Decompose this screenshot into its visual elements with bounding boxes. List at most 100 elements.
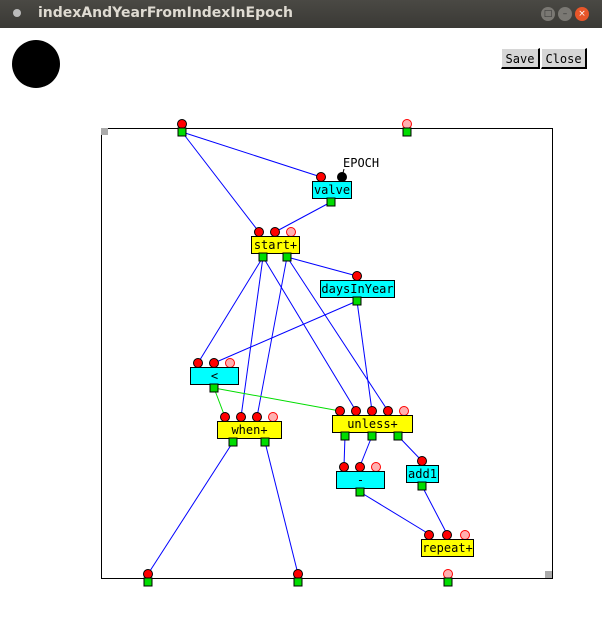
node-add1[interactable]: add1 xyxy=(406,456,439,491)
status-indicator xyxy=(12,40,60,88)
node-daysInYear[interactable]: daysInYear xyxy=(320,271,395,306)
optional-inlet[interactable] xyxy=(286,227,296,237)
outlet[interactable] xyxy=(209,383,219,393)
window-title: indexAndYearFromIndexInEpoch xyxy=(38,5,293,21)
inlet[interactable] xyxy=(220,412,230,422)
node-box[interactable] xyxy=(251,236,300,254)
node-label: add1 xyxy=(408,467,437,481)
optional-inlet[interactable] xyxy=(402,119,412,129)
node-label: valve xyxy=(314,183,350,197)
inlet[interactable] xyxy=(352,271,362,281)
node-unless[interactable]: unless+ xyxy=(332,406,413,441)
optional-inlet[interactable] xyxy=(371,462,381,472)
outlet[interactable] xyxy=(355,487,365,497)
optional-inlet[interactable] xyxy=(225,358,235,368)
outlet[interactable] xyxy=(402,127,412,137)
title-bar: indexAndYearFromIndexInEpoch □ – × xyxy=(0,0,602,28)
outlet[interactable] xyxy=(258,252,268,262)
app-icon xyxy=(13,9,21,17)
inlet[interactable] xyxy=(316,172,326,182)
node-box[interactable] xyxy=(217,421,282,439)
data-wire[interactable] xyxy=(343,435,346,467)
node-lt[interactable]: < xyxy=(190,358,239,393)
inlet[interactable] xyxy=(209,358,219,368)
outlet[interactable] xyxy=(282,252,292,262)
outlet[interactable] xyxy=(326,197,336,207)
node-label: unless+ xyxy=(347,417,398,431)
data-wire[interactable] xyxy=(356,300,373,412)
outlet[interactable] xyxy=(177,127,187,137)
data-wire[interactable] xyxy=(181,131,322,178)
outlet[interactable] xyxy=(340,431,350,441)
save-button[interactable]: Save xyxy=(501,48,540,69)
inlet[interactable] xyxy=(367,406,377,416)
close-button[interactable]: Close xyxy=(541,48,587,69)
maximize-icon[interactable]: □ xyxy=(541,7,555,21)
data-wire[interactable] xyxy=(262,256,357,412)
data-wire[interactable] xyxy=(240,256,264,418)
outlet[interactable] xyxy=(293,577,303,587)
inlet[interactable] xyxy=(143,569,153,579)
node-box[interactable] xyxy=(421,539,474,557)
close-window-icon[interactable]: × xyxy=(575,7,589,21)
inlet[interactable] xyxy=(254,227,264,237)
data-wire[interactable] xyxy=(286,256,389,412)
inlet[interactable] xyxy=(252,412,262,422)
optional-inlet[interactable] xyxy=(460,530,470,540)
outlet[interactable] xyxy=(417,481,427,491)
inlet[interactable] xyxy=(417,456,427,466)
inlet[interactable] xyxy=(424,530,434,540)
data-wire[interactable] xyxy=(213,300,358,364)
data-wire[interactable] xyxy=(274,201,332,233)
outlet[interactable] xyxy=(352,296,362,306)
control-wire[interactable] xyxy=(213,387,226,418)
inlet[interactable] xyxy=(177,119,187,129)
data-wire[interactable] xyxy=(181,131,260,233)
data-wire[interactable] xyxy=(286,256,358,277)
inlet[interactable] xyxy=(293,569,303,579)
data-wire[interactable] xyxy=(147,441,234,575)
frame-corner-handle[interactable] xyxy=(101,128,108,135)
node-repeat[interactable]: repeat+ xyxy=(421,530,474,557)
node-label: < xyxy=(211,369,218,383)
node-minus[interactable]: - xyxy=(336,462,385,497)
epoch-constant-label: EPOCH xyxy=(343,156,379,170)
node-label: - xyxy=(357,473,364,487)
minimize-icon[interactable]: – xyxy=(558,7,572,21)
outlet[interactable] xyxy=(367,431,377,441)
data-wire[interactable] xyxy=(197,256,264,364)
function-frame xyxy=(101,128,553,579)
node-when[interactable]: when+ xyxy=(217,412,282,447)
data-wire[interactable] xyxy=(359,491,430,535)
outlet[interactable] xyxy=(260,437,270,447)
control-wire[interactable] xyxy=(213,387,341,412)
outlet[interactable] xyxy=(393,431,403,441)
data-wire[interactable] xyxy=(256,256,288,418)
optional-inlet[interactable] xyxy=(268,412,278,422)
node-valve[interactable]: valve xyxy=(312,172,352,207)
inlet[interactable] xyxy=(383,406,393,416)
inlet[interactable] xyxy=(236,412,246,422)
optional-inlet[interactable] xyxy=(399,406,409,416)
inlet[interactable] xyxy=(193,358,203,368)
data-wire[interactable] xyxy=(264,441,299,575)
outlet[interactable] xyxy=(228,437,238,447)
inlet[interactable] xyxy=(335,406,345,416)
node-label: when+ xyxy=(231,423,267,437)
frame-ports[interactable] xyxy=(143,119,453,587)
data-wire[interactable] xyxy=(421,485,448,535)
inlet[interactable] xyxy=(351,406,361,416)
inlet[interactable] xyxy=(270,227,280,237)
node-label: start+ xyxy=(254,238,297,252)
inlet[interactable] xyxy=(339,462,349,472)
optional-inlet[interactable] xyxy=(443,569,453,579)
inlet[interactable] xyxy=(442,530,452,540)
data-wire[interactable] xyxy=(359,435,373,467)
inlet[interactable] xyxy=(355,462,365,472)
outlet[interactable] xyxy=(143,577,153,587)
node-start[interactable]: start+ xyxy=(251,227,300,262)
outlet[interactable] xyxy=(443,577,453,587)
frame-resize-handle[interactable] xyxy=(545,571,552,578)
node-label: repeat+ xyxy=(422,541,473,555)
